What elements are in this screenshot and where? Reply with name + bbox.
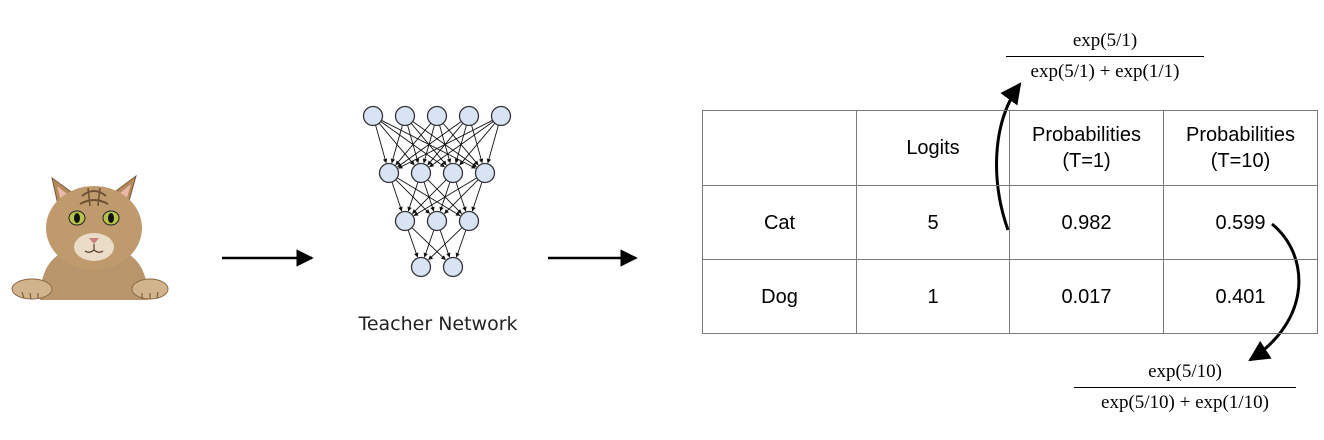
network-node xyxy=(490,105,512,127)
network-node xyxy=(362,105,384,127)
network-edge xyxy=(390,125,403,164)
network-edge xyxy=(455,229,467,258)
network-edge xyxy=(423,229,435,258)
network-node xyxy=(394,210,416,232)
table-header-blank xyxy=(702,110,857,186)
fraction-bar xyxy=(1006,56,1204,57)
table-row-dog: Dog 1 0.017 0.401 xyxy=(702,259,1318,334)
formula-t10-denominator: exp(5/10) + exp(1/10) xyxy=(1101,392,1269,413)
network-edge xyxy=(439,229,451,258)
network-caption: Teacher Network xyxy=(358,313,518,335)
network-node xyxy=(426,105,448,127)
network-edge xyxy=(375,125,388,164)
table-header-row: Logits Probabilities(T=1) Probabilities(… xyxy=(702,110,1318,186)
network-edge xyxy=(413,177,478,216)
network-edge xyxy=(397,121,462,168)
network-edge xyxy=(397,119,493,169)
network-edge xyxy=(459,122,496,166)
network-edge xyxy=(428,227,463,261)
table-header-prob-t10: Probabilities(T=10) xyxy=(1163,110,1318,186)
table-header-logits: Logits xyxy=(856,110,1010,186)
row-label-cat: Cat xyxy=(702,185,857,260)
softmax-formula-t1: exp(5/1) exp(5/1) + exp(1/1) xyxy=(1006,30,1204,83)
dog-prob-t10: 0.401 xyxy=(1163,259,1318,334)
network-edge xyxy=(391,181,403,212)
network-edges xyxy=(375,119,499,261)
cat-prob-t10: 0.599 xyxy=(1163,185,1318,260)
network-edge xyxy=(429,121,494,168)
table-header-prob-t1: Probabilities(T=1) xyxy=(1009,110,1164,186)
network-edge xyxy=(412,179,447,214)
dog-logit: 1 xyxy=(856,259,1010,334)
network-node xyxy=(410,162,432,184)
formula-t1-denominator: exp(5/1) + exp(1/1) xyxy=(1030,61,1180,82)
network-edge xyxy=(407,229,419,258)
table-row-cat: Cat 5 0.982 0.599 xyxy=(702,185,1318,260)
network-node xyxy=(458,210,480,232)
cat-logit: 5 xyxy=(856,185,1010,260)
teacher-network xyxy=(362,105,512,278)
dog-prob-t1: 0.017 xyxy=(1009,259,1164,334)
network-edge xyxy=(407,181,419,212)
network-edge xyxy=(395,122,432,166)
network-node xyxy=(474,162,496,184)
network-edge xyxy=(411,227,446,261)
formula-t10-numerator: exp(5/10) xyxy=(1148,361,1222,382)
network-node xyxy=(410,256,432,278)
cat-image xyxy=(11,174,169,300)
fraction-bar xyxy=(1074,387,1296,388)
network-node xyxy=(442,256,464,278)
network-edge xyxy=(471,181,483,212)
network-edge xyxy=(486,125,499,164)
softmax-formula-t10: exp(5/10) exp(5/10) + exp(1/10) xyxy=(1074,361,1296,414)
cat-prob-t1: 0.982 xyxy=(1009,185,1164,260)
formula-t1-numerator: exp(5/1) xyxy=(1072,30,1138,51)
network-node xyxy=(378,162,400,184)
network-node xyxy=(458,105,480,127)
network-edge xyxy=(444,179,479,214)
network-node xyxy=(394,105,416,127)
row-label-dog: Dog xyxy=(702,259,857,334)
probability-table: Logits Probabilities(T=1) Probabilities(… xyxy=(702,110,1318,334)
network-node xyxy=(442,162,464,184)
network-node xyxy=(426,210,448,232)
